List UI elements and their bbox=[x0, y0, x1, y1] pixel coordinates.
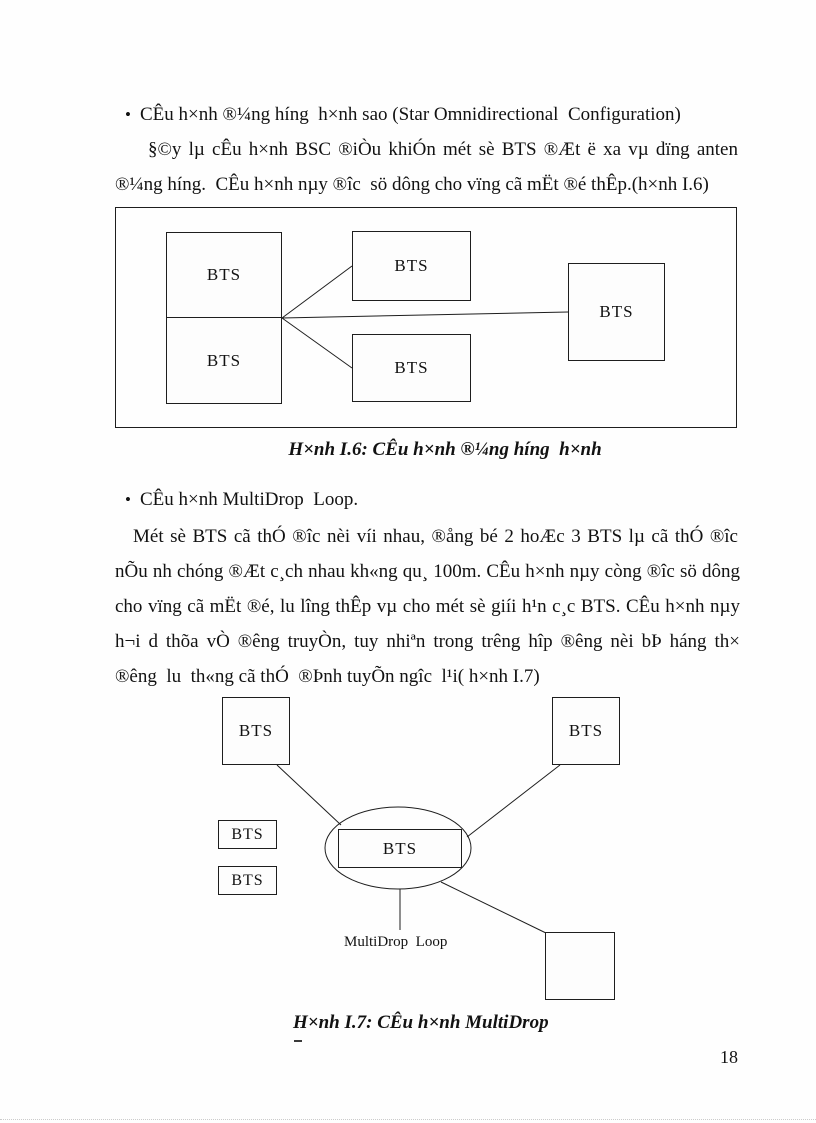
section2-paragraph-line-4: h¬i d thõa vÒ ®êng truyÒn, tuy nhiªn tro… bbox=[115, 631, 740, 652]
connector-line bbox=[440, 881, 549, 935]
bts-label: BTS bbox=[206, 265, 242, 284]
figure-star-configuration: BTS BTS BTS BTS BTS bbox=[115, 207, 737, 428]
section1-paragraph-line-2: ®¼ng híng. CÊu h×nh nµy ®îc sö dông cho … bbox=[115, 174, 709, 195]
bts-box-center: BTS bbox=[338, 829, 462, 868]
bts-box: BTS bbox=[218, 820, 277, 849]
stray-mark bbox=[294, 1040, 302, 1042]
bts-box: BTS bbox=[552, 697, 620, 765]
connector-line bbox=[281, 265, 353, 319]
bts-box: BTS bbox=[352, 334, 471, 402]
bts-box: BTS bbox=[166, 232, 282, 318]
connector-line bbox=[276, 764, 342, 826]
section2-bullet-row: • CÊu h×nh MultiDrop Loop. bbox=[125, 488, 745, 511]
bullet-icon: • bbox=[125, 490, 131, 509]
section1-heading: CÊu h×nh ®¼ng híng h×nh sao (Star Omnidi… bbox=[140, 104, 681, 125]
bts-box bbox=[545, 932, 615, 1000]
figure2-connector-lines bbox=[276, 764, 561, 935]
section2-paragraph-line-2: nÕu nh chóng ®Æt c¸ch nhau kh«ng qu¸ 100… bbox=[115, 561, 740, 582]
section2-heading: CÊu h×nh MultiDrop Loop. bbox=[140, 489, 359, 510]
figure1-caption: H×nh I.6: CÊu h×nh ®¼ng híng h×nh bbox=[288, 439, 602, 460]
bts-label: BTS bbox=[599, 302, 634, 321]
bts-label: BTS bbox=[206, 350, 242, 370]
bts-box: BTS bbox=[568, 263, 665, 361]
bullet-icon: • bbox=[125, 105, 131, 124]
figure-multidrop-loop: BTS BTS BTS BTS BTS MultiDrop Loop bbox=[115, 690, 737, 1010]
bts-box: BTS bbox=[166, 317, 282, 404]
section1-bullet-row: • CÊu h×nh ®¼ng híng h×nh sao (Star Omni… bbox=[125, 103, 745, 126]
connector-line bbox=[281, 317, 353, 369]
section2-paragraph-line-1: Mét sè BTS cã thÓ ®îc nèi víi nhau, ®ång… bbox=[133, 526, 738, 547]
multidrop-loop-label: MultiDrop Loop bbox=[344, 934, 448, 950]
section2-paragraph-line-5: ®êng lu th«ng cã thÓ ®Þnh tuyÕn ngîc l¹i… bbox=[115, 666, 540, 687]
connector-line bbox=[466, 764, 561, 838]
bts-label: BTS bbox=[568, 721, 604, 740]
figure2-caption: H×nh I.7: CÊu h×nh MultiDrop bbox=[293, 1012, 549, 1033]
section1-paragraph-line-1: §©y lµ cÊu h×nh BSC ®iÒu khiÓn mét sè BT… bbox=[148, 139, 738, 160]
connector-line bbox=[281, 311, 569, 319]
bts-box: BTS bbox=[218, 866, 277, 895]
bts-box: BTS bbox=[352, 231, 471, 301]
bts-label: BTS bbox=[394, 256, 429, 275]
section2-paragraph-line-3: cho vïng cã mËt ®é, lu lîng thÊp vµ cho … bbox=[115, 596, 740, 617]
figure1-connector-lines bbox=[281, 265, 569, 369]
scan-artifact-dotted-line bbox=[0, 1119, 816, 1120]
bts-label: BTS bbox=[382, 838, 418, 858]
page-number: 18 bbox=[720, 1047, 738, 1067]
loop-ellipse bbox=[324, 806, 472, 890]
bts-box: BTS bbox=[222, 697, 290, 765]
bts-label: BTS bbox=[238, 721, 274, 740]
bts-label: BTS bbox=[394, 358, 429, 377]
bts-label: BTS bbox=[231, 871, 264, 889]
bts-label: BTS bbox=[231, 825, 264, 843]
